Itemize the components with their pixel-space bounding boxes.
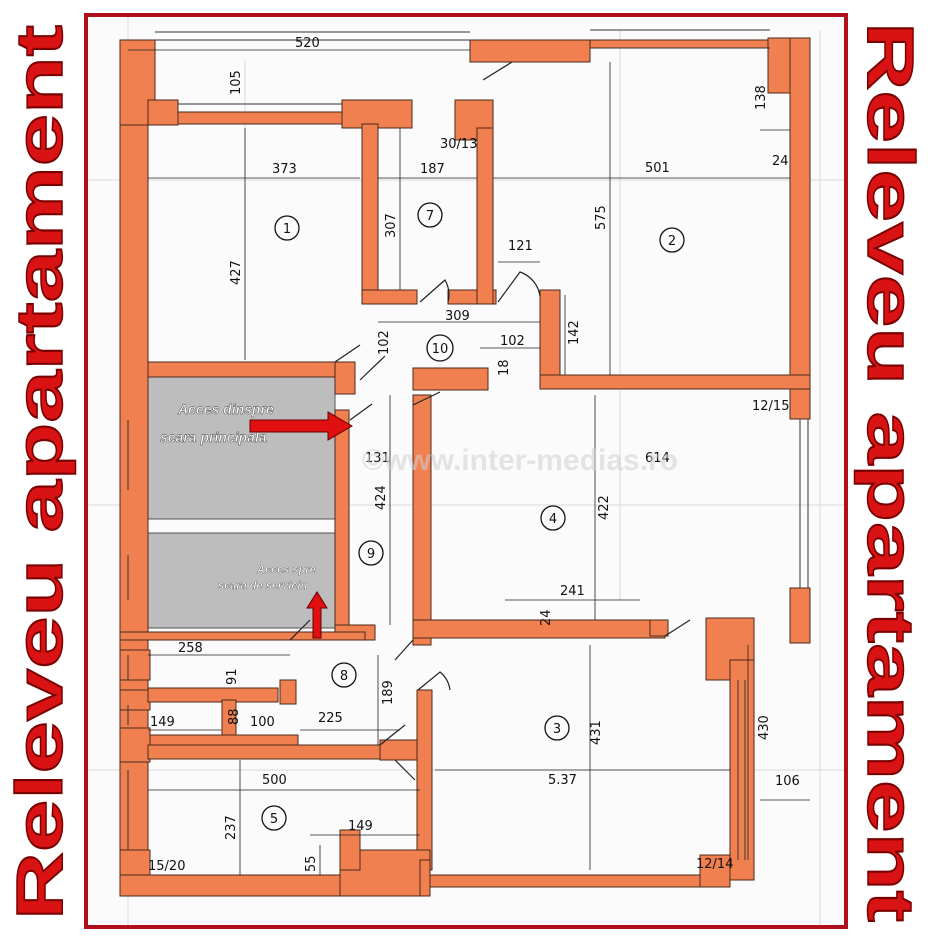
dim-18: 18: [497, 359, 512, 376]
room-8-label: 8: [331, 662, 357, 688]
svg-text:1: 1: [283, 222, 291, 237]
room-7-label: 7: [417, 202, 443, 228]
dim-24b: 24: [539, 609, 554, 626]
room-5-label: 5: [261, 805, 287, 831]
dim-241: 241: [560, 584, 585, 599]
svg-text:8: 8: [340, 669, 348, 684]
svg-text:5: 5: [270, 812, 278, 827]
dim-88: 88: [227, 708, 242, 725]
dimension-lines: [128, 49, 810, 875]
dim-430: 430: [757, 715, 772, 740]
floor-plan-frame: 1 2 3 4 5 7 8 9 10 520 105 138 24 30/13 …: [84, 13, 848, 929]
dim-614: 614: [645, 451, 670, 466]
title-right-text: Releveu apartament: [854, 22, 928, 922]
dimension-labels: 520 105 138 24 30/13 373 187 501 427 307…: [148, 36, 800, 874]
dim-427: 427: [229, 260, 244, 285]
dim-15-20: 15/20: [148, 859, 185, 874]
dim-537: 5.37: [548, 773, 577, 788]
room-2-label: 2: [659, 227, 685, 253]
dim-102b: 102: [500, 334, 525, 349]
title-right: Releveu apartament: [846, 0, 934, 943]
dim-131: 131: [365, 451, 390, 466]
dim-106: 106: [775, 774, 800, 789]
dim-575: 575: [594, 205, 609, 230]
service-access-annotation: Acces spre scara de serviciu: [218, 564, 328, 639]
dim-422: 422: [597, 495, 612, 520]
title-left: Releveu apartament: [0, 0, 90, 943]
walls: [119, 37, 811, 897]
dim-431: 431: [589, 720, 604, 745]
dim-309: 309: [445, 309, 470, 324]
dim-138: 138: [754, 85, 769, 110]
main-access-annotation: Acces dinspre scara principala: [160, 401, 353, 445]
dim-121: 121: [508, 239, 533, 254]
svg-text:2: 2: [668, 234, 676, 249]
dim-149a: 149: [150, 715, 175, 730]
room-10-label: 10: [426, 334, 454, 362]
dim-500: 500: [262, 773, 287, 788]
floor-plan: 1 2 3 4 5 7 8 9 10 520 105 138 24 30/13 …: [88, 17, 844, 925]
room-3-label: 3: [544, 715, 570, 741]
dim-501: 501: [645, 161, 670, 176]
windows: [127, 29, 809, 860]
dim-55: 55: [304, 855, 319, 872]
dim-187: 187: [420, 162, 445, 177]
dim-237: 237: [224, 815, 239, 840]
door-swings: [289, 61, 691, 781]
dim-102a: 102: [377, 330, 392, 355]
dim-30-13: 30/13: [440, 137, 477, 152]
main-access-line1: Acces dinspre: [177, 401, 274, 417]
room-1-label: 1: [274, 215, 300, 241]
service-access-line1: Acces spre: [256, 564, 316, 576]
svg-text:3: 3: [553, 722, 561, 737]
svg-text:9: 9: [367, 547, 375, 562]
service-access-line2: scara de serviciu: [218, 580, 308, 592]
dim-258: 258: [178, 641, 203, 656]
dim-520: 520: [295, 36, 320, 51]
dim-105: 105: [229, 70, 244, 95]
main-stair-area: [147, 376, 336, 520]
dim-24: 24: [772, 154, 789, 169]
title-left-text: Releveu apartament: [2, 25, 76, 920]
dim-100: 100: [250, 715, 275, 730]
dim-424: 424: [374, 485, 389, 510]
svg-text:4: 4: [549, 512, 557, 527]
svg-text:7: 7: [426, 209, 434, 224]
room-4-label: 4: [540, 505, 566, 531]
room-labels: 1 2 3 4 5 7 8 9 10: [261, 202, 685, 831]
dim-142: 142: [567, 320, 582, 345]
dim-225: 225: [318, 711, 343, 726]
main-access-arrow: [249, 411, 353, 441]
room-9-label: 9: [358, 540, 384, 566]
svg-text:10: 10: [432, 342, 449, 357]
dim-12-14: 12/14: [696, 857, 733, 872]
dim-189: 189: [381, 680, 396, 705]
dim-12-15: 12/15: [752, 399, 789, 414]
watermark-text: ©www.inter-medias.ro: [362, 444, 678, 477]
dim-307: 307: [384, 213, 399, 238]
service-access-arrow: [306, 591, 328, 639]
dim-373: 373: [272, 162, 297, 177]
dim-91: 91: [225, 668, 240, 685]
main-access-line2: scara principala: [160, 429, 267, 445]
dim-149b: 149: [348, 819, 373, 834]
